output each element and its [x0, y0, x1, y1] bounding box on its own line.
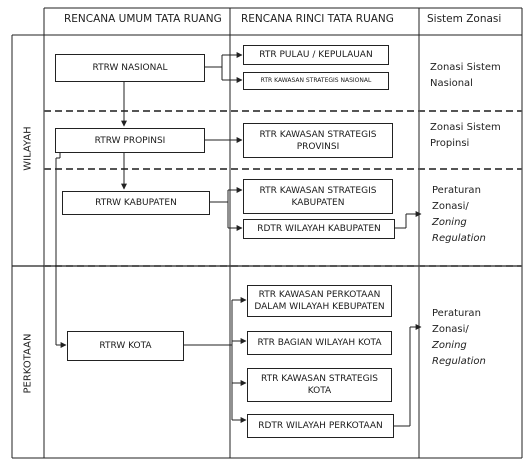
box-rtr-perkotaan: RTR KAWASAN PERKOTAAN DALAM WILAYAH KEBU…	[247, 285, 392, 317]
box-rtrw-kabupaten: RTRW KABUPATEN	[62, 191, 210, 215]
box-rdtr-kabupaten: RDTR WILAYAH KABUPATEN	[243, 219, 395, 239]
zone-kota-zoning: Zoning	[432, 340, 467, 351]
box-rtr-bagian-kota: RTR BAGIAN WILAYAH KOTA	[247, 331, 392, 355]
zone-kota-line1: Peraturan	[432, 308, 481, 319]
zone-kota-regulation: Regulation	[432, 356, 486, 367]
zone-propinsi-line2: Propinsi	[430, 138, 470, 149]
box-rtr-ksk: RTR KAWASAN STRATEGIS KABUPATEN	[243, 179, 393, 214]
connectors	[55, 52, 422, 427]
zone-kota: Peraturan Zonasi/ Zoning Regulation	[432, 306, 486, 370]
zone-kota-line2: Zonasi/	[432, 324, 469, 335]
zone-kota-line4: Regulation	[432, 354, 486, 370]
box-rtr-ks-kota: RTR KAWASAN STRATEGIS KOTA	[247, 368, 392, 402]
zone-propinsi: Zonasi Sistem Propinsi	[430, 120, 501, 152]
zone-kab-line4: Regulation	[432, 231, 486, 247]
zone-nasional: Zonasi Sistem Nasional	[430, 60, 501, 92]
zone-kab-line2: Zonasi/	[432, 201, 469, 212]
box-rtrw-propinsi: RTRW PROPINSI	[55, 128, 205, 153]
zone-propinsi-line1: Zonasi Sistem	[430, 122, 501, 133]
row-label-wilayah: WILAYAH	[22, 126, 34, 171]
header-rencana-umum: RENCANA UMUM TATA RUANG	[64, 13, 222, 25]
zone-kab-zoning: Zoning	[432, 217, 467, 228]
box-rtr-ksp: RTR KAWASAN STRATEGIS PROVINSI	[243, 123, 393, 158]
zone-kota-line3: Zoning	[432, 338, 486, 354]
zone-kab-line1: Peraturan	[432, 185, 481, 196]
header-rencana-rinci: RENCANA RINCI TATA RUANG	[241, 13, 394, 25]
box-rtr-ksn: RTR KAWASAN STRATEGIS NASIONAL	[243, 72, 389, 90]
zone-kab-regulation: Regulation	[432, 233, 486, 244]
box-rdtr-perkotaan: RDTR WILAYAH PERKOTAAN	[247, 414, 394, 438]
row-label-perkotaan: PERKOTAAN	[22, 333, 34, 394]
box-rtrw-nasional: RTRW NASIONAL	[55, 54, 205, 82]
zone-nasional-line2: Nasional	[430, 78, 473, 89]
zone-kab-line3: Zoning	[432, 215, 486, 231]
header-sistem-zonasi: Sistem Zonasi	[427, 13, 502, 25]
box-rtr-pulau: RTR PULAU / KEPULAUAN	[243, 45, 389, 65]
zone-nasional-line1: Zonasi Sistem	[430, 62, 501, 73]
box-rtrw-kota: RTRW KOTA	[67, 331, 184, 361]
zone-kabupaten: Peraturan Zonasi/ Zoning Regulation	[432, 183, 486, 247]
